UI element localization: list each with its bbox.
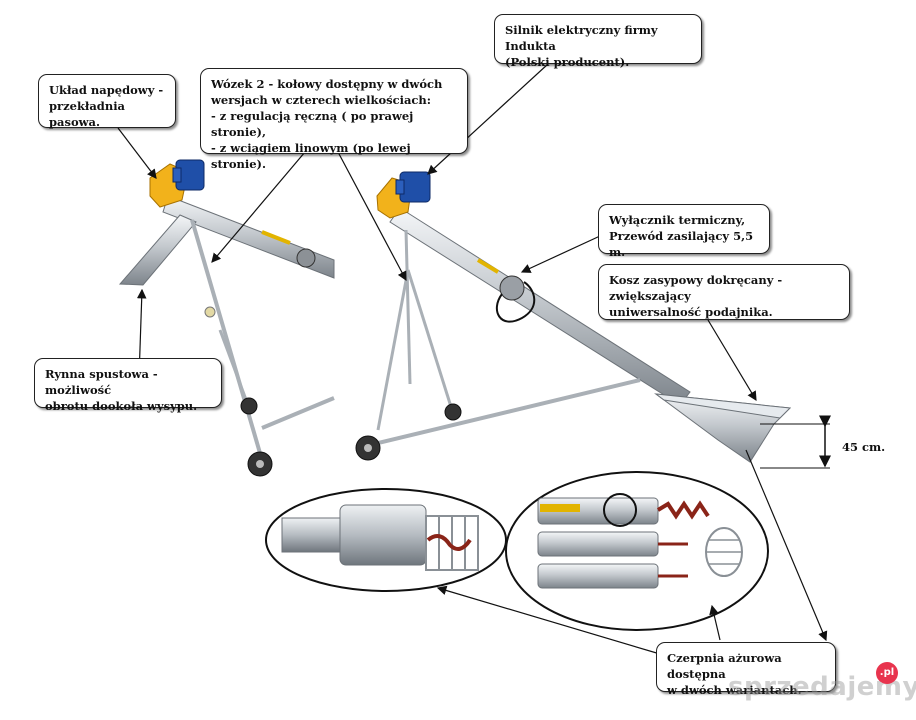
right-cart-mast [404,229,412,385]
watermark-badge: .pl [876,662,898,684]
left-chute [118,214,197,286]
leader-lines [117,63,828,655]
callout-drive: Układ napędowy - przekładnia pasowa. [38,74,176,129]
callout-hopper: Kosz zasypowy dokręcany - zwiększający u… [598,264,850,320]
left-cart-wheel-back [240,397,258,415]
left-switch [296,248,316,268]
callout-cart: Wózek 2 - kołowy dostępny w dwóch wersja… [200,68,468,171]
callout-chute: Rynna spustowa - możliwość obrotu dookoł… [34,358,222,413]
callout-motor: Silnik elektryczny firmy Indukta (Polski… [494,14,702,69]
detail-oval-parts [505,471,769,631]
callout-intake: Czerpnia ażurowa dostępna w dwóch warian… [656,642,836,697]
left-cart-leg [190,219,264,461]
right-conveyor [355,171,792,463]
right-cart-wheel-back [444,403,462,421]
height-dimension-label: 45 cm. [842,440,886,454]
callout-switch: Wyłącznik termiczny, Przewód zasilający … [598,204,770,259]
left-tube-label-sticker [261,230,291,245]
height-dimension [760,415,831,469]
detail-oval-intake [265,488,507,592]
right-switch [499,275,525,301]
left-conveyor [118,159,335,477]
